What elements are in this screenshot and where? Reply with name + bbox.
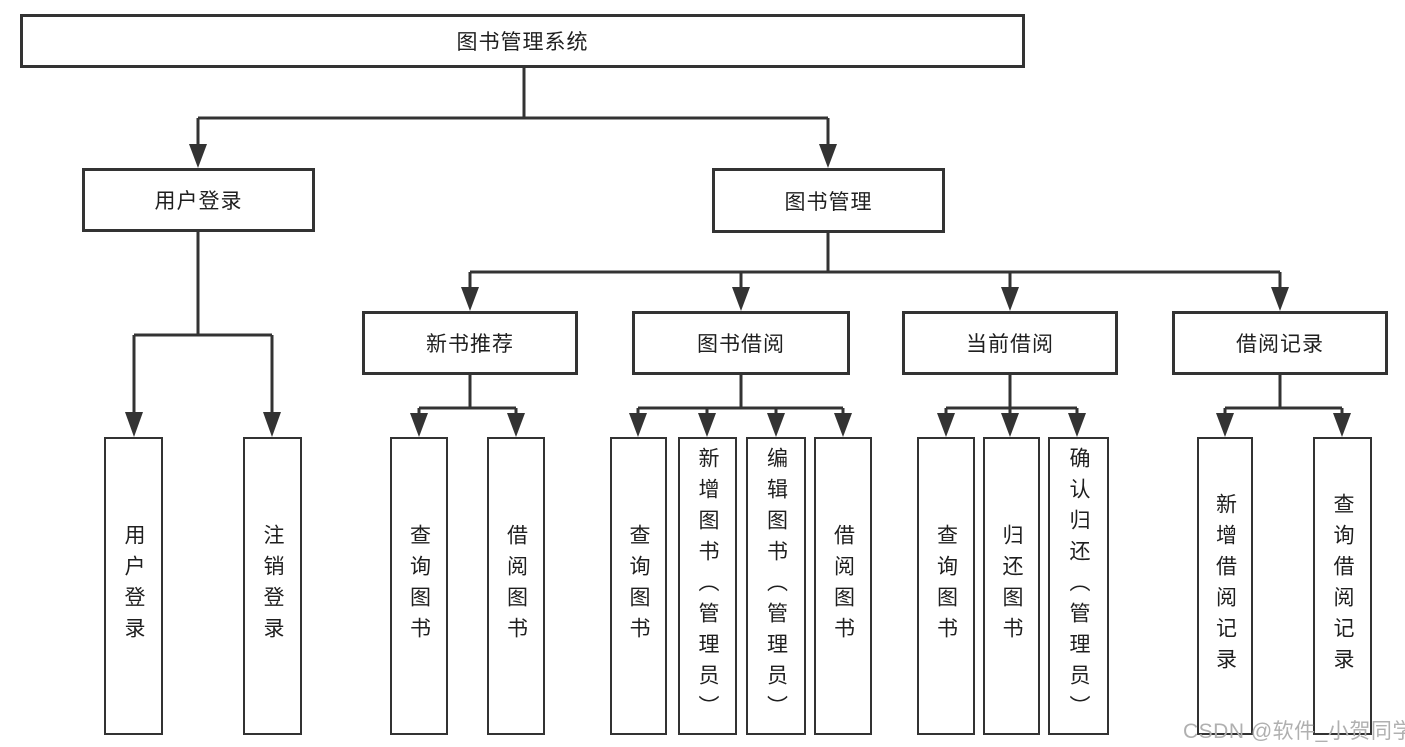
node-book-management: 图书管理 xyxy=(712,168,945,233)
edge-book-borrow-to-leaves xyxy=(629,375,852,437)
leaf-add-books-admin-label: 新增图书（管理员） xyxy=(696,446,719,726)
edge-book-management-to-level3 xyxy=(461,233,1289,311)
node-new-book-recommend: 新书推荐 xyxy=(362,311,578,375)
node-user-login: 用户登录 xyxy=(82,168,315,232)
leaf-borrow-books-recommend-label: 借阅图书 xyxy=(504,524,528,648)
node-root-label: 图书管理系统 xyxy=(456,31,589,54)
leaf-borrow-books-label: 借阅图书 xyxy=(831,524,855,648)
leaf-user-login: 用户登录 xyxy=(104,437,163,735)
node-borrow-records-label: 借阅记录 xyxy=(1236,333,1324,356)
node-borrow-records: 借阅记录 xyxy=(1172,311,1388,375)
leaf-user-login-label: 用户登录 xyxy=(122,524,145,648)
leaf-query-borrow-record-label: 查询借阅记录 xyxy=(1331,493,1354,679)
leaf-return-books: 归还图书 xyxy=(983,437,1040,735)
node-user-login-label: 用户登录 xyxy=(154,190,243,213)
leaf-query-books-recommend: 查询图书 xyxy=(390,437,448,735)
edge-user-login-to-leaves xyxy=(125,232,281,437)
node-root-system: 图书管理系统 xyxy=(20,14,1025,68)
node-book-borrow: 图书借阅 xyxy=(632,311,850,375)
edge-borrow-records-to-leaves xyxy=(1216,375,1351,437)
leaf-borrow-books: 借阅图书 xyxy=(814,437,872,735)
leaf-logout: 注销登录 xyxy=(243,437,302,735)
leaf-query-books-borrow-label: 查询图书 xyxy=(627,524,650,648)
leaf-query-books-current-label: 查询图书 xyxy=(934,524,958,648)
edge-root-to-level2 xyxy=(189,68,837,168)
leaf-edit-books-admin-label: 编辑图书（管理员） xyxy=(764,446,788,726)
leaf-add-borrow-record-label: 新增借阅记录 xyxy=(1213,493,1237,679)
edge-current-borrow-to-leaves xyxy=(937,375,1086,437)
edge-new-book-recommend-to-leaves xyxy=(410,375,525,437)
leaf-return-books-label: 归还图书 xyxy=(1000,524,1023,648)
node-book-borrow-label: 图书借阅 xyxy=(697,333,785,356)
leaf-query-borrow-record: 查询借阅记录 xyxy=(1313,437,1372,735)
leaf-add-borrow-record: 新增借阅记录 xyxy=(1197,437,1253,735)
csdn-watermark: CSDN @软件_小贺同学 xyxy=(1183,720,1405,743)
node-new-book-recommend-label: 新书推荐 xyxy=(426,333,514,356)
leaf-logout-label: 注销登录 xyxy=(261,524,284,648)
leaf-confirm-return-admin: 确认归还（管理员） xyxy=(1048,437,1109,735)
leaf-confirm-return-admin-label: 确认归还（管理员） xyxy=(1067,446,1090,726)
node-current-borrow-label: 当前借阅 xyxy=(966,333,1054,356)
leaf-query-books-borrow: 查询图书 xyxy=(610,437,667,735)
node-book-management-label: 图书管理 xyxy=(784,190,873,214)
leaf-add-books-admin: 新增图书（管理员） xyxy=(678,437,737,735)
leaf-query-books-current: 查询图书 xyxy=(917,437,975,735)
node-current-borrow: 当前借阅 xyxy=(902,311,1118,375)
leaf-edit-books-admin: 编辑图书（管理员） xyxy=(746,437,806,735)
leaf-query-books-recommend-label: 查询图书 xyxy=(407,524,431,648)
leaf-borrow-books-recommend: 借阅图书 xyxy=(487,437,545,735)
